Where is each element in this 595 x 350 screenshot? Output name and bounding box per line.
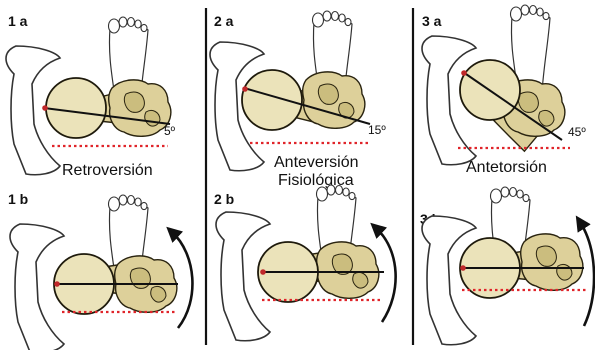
panel-label-1b: 1 b: [8, 191, 28, 207]
caption-2a-line1: Anteversión: [274, 154, 359, 171]
femur-condyles: [317, 242, 379, 298]
caption-3a: Antetorsión: [466, 159, 547, 176]
femur-condyles: [109, 80, 171, 136]
panel-3a: 3 a 45º Antetorsión: [422, 5, 586, 176]
panel-label-2b: 2 b: [214, 191, 234, 207]
femoral-head: [242, 70, 302, 130]
femur-condyles: [521, 234, 583, 290]
caption-1a: Retroversión: [62, 162, 153, 179]
head-center-dot: [54, 281, 60, 287]
panel-label-1a: 1 a: [8, 13, 28, 29]
head-center-dot: [242, 86, 248, 92]
panel-1b: 1 b: [8, 191, 192, 350]
panel-1a: 1 a 5º Retroversión: [6, 13, 176, 179]
panel-2b: 2 b: [214, 185, 396, 341]
femoral-head: [46, 78, 106, 138]
head-center-dot: [42, 105, 48, 111]
panel-label-3a: 3 a: [422, 13, 442, 29]
caption-2a-line2: Fisiológica: [278, 172, 354, 189]
panel-3b: 3 b: [420, 187, 594, 345]
head-center-dot: [460, 265, 466, 271]
angle-label-3a: 45º: [568, 125, 586, 139]
head-center-dot: [260, 269, 266, 275]
head-center-dot: [461, 70, 467, 76]
angle-label-1a: 5º: [164, 124, 176, 138]
panel-2a: 2 a 15º Anteversión Fisiológica: [210, 11, 386, 189]
angle-label-2a: 15º: [368, 123, 386, 137]
panel-label-2a: 2 a: [214, 13, 234, 29]
